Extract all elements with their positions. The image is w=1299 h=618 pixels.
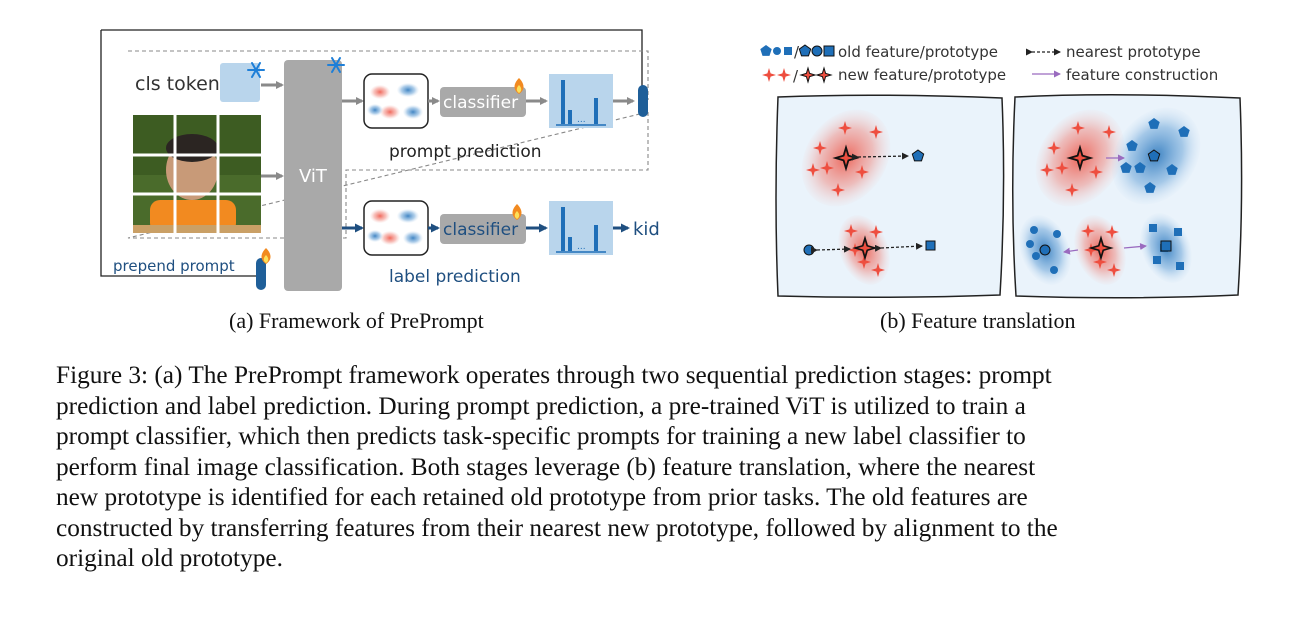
hist-bottom-ellipsis: ... (577, 242, 586, 252)
feature-translation-diagram: / old feature/prototype / new feature/pr… (760, 43, 1243, 299)
old-prototype-square (925, 240, 936, 251)
label-prediction-label: label prediction (389, 267, 521, 287)
legend-nearest-label: nearest prototype (1066, 43, 1201, 61)
prompt-token (256, 258, 266, 290)
histogram-top (549, 74, 613, 128)
vit-snowflake-icon (327, 57, 345, 73)
svg-text:/: / (794, 43, 800, 61)
histogram-bottom (549, 201, 613, 255)
caption-line: new prototype is identified for each ret… (56, 483, 1028, 511)
input-image (133, 115, 261, 233)
figure-3: cls token ViT prep (100, 29, 1243, 299)
panel-feature-construction (1011, 93, 1243, 299)
cls-token-label: cls token (135, 73, 220, 95)
feature-cluster-bottom (363, 200, 429, 256)
feature-cluster-top (363, 73, 429, 129)
vit-block (284, 60, 342, 291)
vit-label: ViT (299, 166, 328, 187)
prepend-prompt-label: prepend prompt (113, 257, 235, 275)
classifier-bottom-label: classifier (443, 220, 518, 240)
old-prototype-circle (803, 244, 815, 256)
classifier-bottom-fire-icon (512, 204, 522, 220)
predicted-prompt-token (638, 85, 648, 117)
subcaption-a: (a) Framework of PrePrompt (229, 308, 484, 333)
caption-line: prompt classifier, which then predicts t… (56, 422, 1026, 450)
svg-text:/: / (793, 67, 799, 85)
classifier-top-box (440, 87, 526, 117)
cls-token-box (220, 63, 260, 102)
caption-line: constructed by transferring features fro… (56, 513, 1058, 542)
output-label: kid (633, 219, 660, 240)
legend-new-label: new feature/prototype (838, 66, 1006, 84)
framework-diagram: cls token ViT prep (100, 29, 660, 291)
caption-line: prediction and label prediction. During … (56, 391, 1026, 420)
classifier-fire-icon (514, 78, 524, 94)
subcaption-b: (b) Feature translation (880, 308, 1076, 333)
legend-construction-label: feature construction (1066, 66, 1218, 84)
hist-top-ellipsis: ... (577, 115, 586, 125)
caption-line: Figure 3: (a) The PrePrompt framework op… (56, 361, 1052, 389)
legend-new: / (762, 67, 832, 85)
classifier-top-label: classifier (443, 93, 518, 113)
caption-line: original old prototype. (56, 544, 283, 572)
caption-line: perform final image classification. Both… (56, 452, 1036, 481)
snowflake-icon (247, 62, 265, 78)
legend-old: / (760, 43, 835, 61)
outer-frame-left (100, 30, 263, 280)
figure-caption: Figure 3: (a) The PrePrompt framework op… (56, 360, 1244, 574)
classifier-bottom-box (440, 214, 526, 244)
prompt-prediction-label: prompt prediction (389, 142, 542, 162)
legend-old-label: old feature/prototype (838, 43, 998, 61)
outer-frame-line (101, 29, 643, 92)
prompt-fire-icon (261, 248, 271, 264)
panel-nearest-prototype (775, 94, 1005, 299)
